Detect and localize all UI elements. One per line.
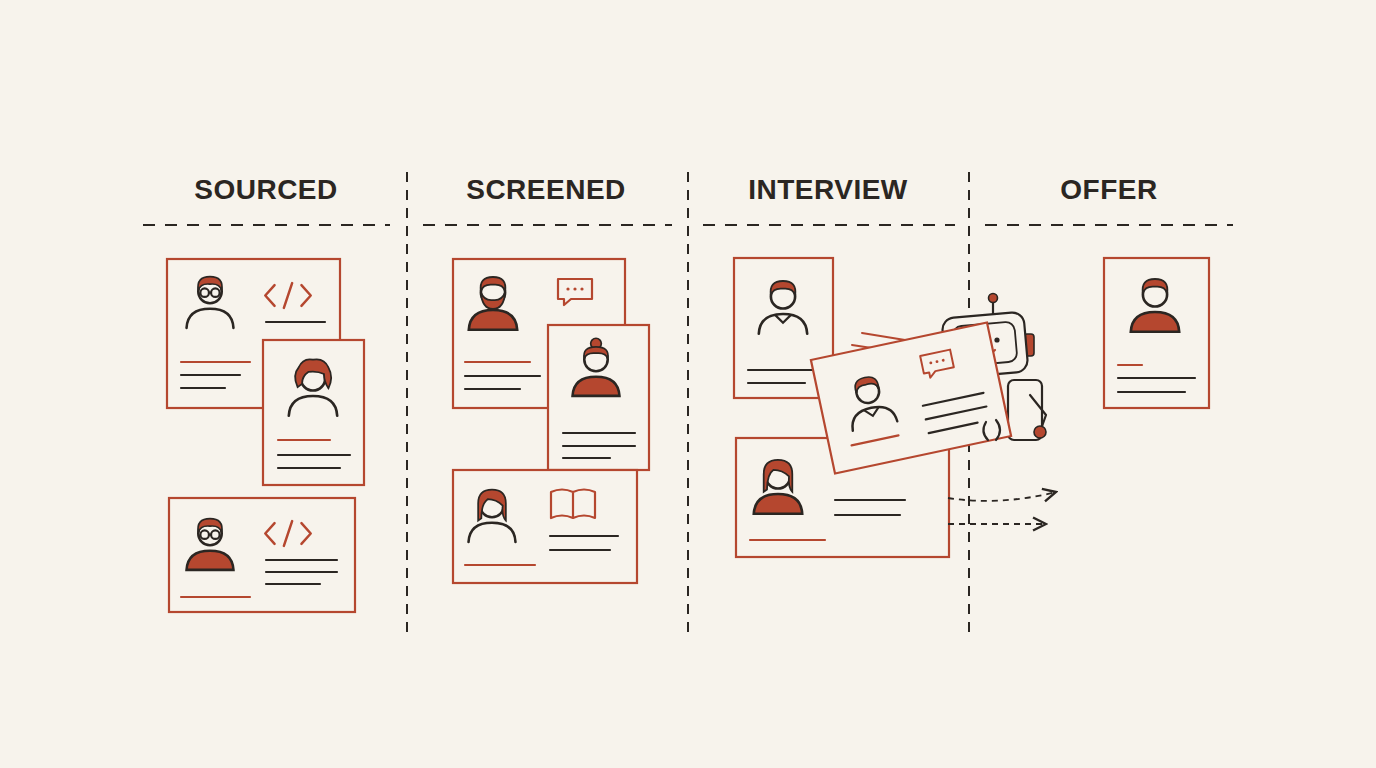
avatar-hair: [478, 490, 506, 521]
accent-line: [181, 361, 250, 363]
text-line: [748, 369, 815, 371]
text-line: [563, 445, 635, 447]
text-line: [278, 454, 350, 456]
text-line: [835, 514, 900, 516]
header-rules: [143, 224, 1233, 226]
text-line: [266, 583, 320, 585]
avatar-collar: [775, 315, 790, 323]
accent-line: [278, 439, 330, 441]
robot-joint: [1034, 426, 1046, 438]
text-line: [748, 382, 805, 384]
code-icon: [265, 283, 310, 308]
avatar-glasses: [200, 288, 219, 297]
avatar: [573, 348, 620, 396]
avatar-beard: [481, 292, 505, 309]
robot-antenna-tip: [989, 294, 998, 303]
avatar-hair: [584, 338, 608, 358]
text-line: [550, 535, 618, 537]
text-line: [465, 388, 520, 390]
avatar: [187, 280, 234, 328]
candidate-card: [263, 340, 364, 485]
avatar: [754, 464, 802, 514]
candidate-card: [1104, 258, 1209, 408]
chat-icon: [920, 350, 955, 379]
column-header: INTERVIEW: [698, 173, 958, 207]
text-line: [923, 393, 984, 406]
accent-line: [465, 361, 530, 363]
avatar-collar: [864, 407, 880, 417]
move-arrow: [948, 492, 1056, 501]
column-header: SCREENED: [416, 173, 676, 207]
moving-card: [811, 323, 1011, 474]
sourced-cards: [167, 259, 364, 612]
accent-line: [1118, 364, 1142, 366]
card-frame: [169, 498, 355, 612]
avatar: [759, 284, 807, 334]
accent-line: [465, 564, 535, 566]
header-rule: [703, 224, 955, 226]
card-frame: [548, 325, 649, 470]
screened-cards: [453, 259, 649, 583]
card-frame: [453, 470, 637, 583]
text-line: [1118, 391, 1185, 393]
text-line: [929, 423, 978, 433]
text-line: [835, 499, 905, 501]
text-line: [266, 559, 337, 561]
header-rule: [423, 224, 672, 226]
text-line: [926, 407, 987, 420]
text-line: [563, 432, 635, 434]
card-frame: [1104, 258, 1209, 408]
avatar: [187, 522, 234, 570]
column-header: SOURCED: [136, 173, 396, 207]
motion-line: [862, 333, 905, 340]
code-icon: [265, 521, 310, 546]
avatar-hair: [771, 281, 796, 295]
avatar: [843, 376, 897, 431]
avatar: [1131, 282, 1179, 332]
avatar-glasses: [200, 530, 219, 539]
offer-cards: [1104, 258, 1209, 408]
move-arrows: [948, 492, 1056, 524]
avatar: [469, 494, 516, 542]
text-line: [563, 457, 610, 459]
accent-line: [852, 435, 899, 445]
robot-antenna: [992, 302, 994, 314]
text-line: [278, 467, 340, 469]
avatar-hair: [481, 277, 506, 291]
avatar: [469, 280, 517, 330]
card-frame: [811, 323, 1011, 474]
header-rule: [143, 224, 390, 226]
column-header: OFFER: [979, 173, 1239, 207]
accent-line: [750, 539, 825, 541]
avatar-hair: [295, 359, 331, 388]
column-separator: [687, 172, 689, 632]
move-arrow: [948, 523, 1046, 525]
text-line: [1118, 377, 1195, 379]
candidate-card: [548, 325, 649, 470]
avatar-hair: [764, 460, 793, 492]
book-icon: [551, 490, 595, 519]
avatar-hair: [853, 375, 879, 393]
text-line: [266, 321, 325, 323]
robot-claw: [983, 420, 1000, 440]
text-line: [181, 387, 225, 389]
avatar-hair: [1143, 279, 1168, 293]
text-line: [465, 375, 540, 377]
text-line: [266, 571, 337, 573]
text-line: [181, 374, 240, 376]
candidate-card: [453, 470, 637, 583]
card-frame: [263, 340, 364, 485]
accent-line: [181, 596, 250, 598]
robot-eye: [994, 337, 999, 342]
header-rule: [985, 224, 1233, 226]
chat-icon: [558, 279, 592, 305]
column-separator: [406, 172, 408, 632]
text-line: [550, 549, 610, 551]
robot-hand: [983, 420, 1000, 440]
candidate-card: [169, 498, 355, 612]
